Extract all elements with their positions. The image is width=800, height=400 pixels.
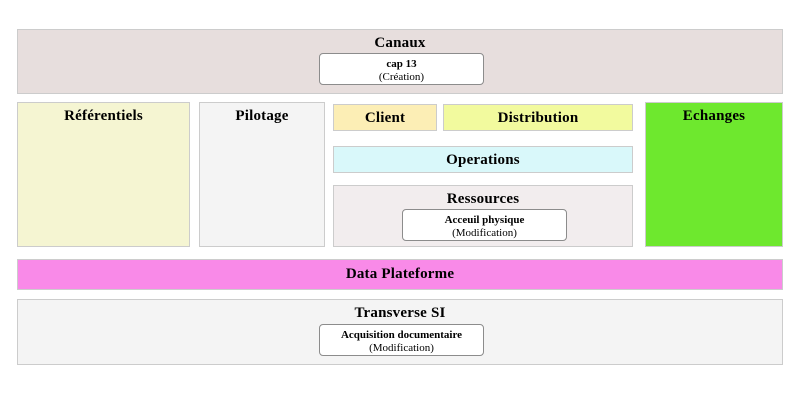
block-distribution-title: Distribution	[497, 110, 579, 126]
block-referentiels[interactable]: Référentiels	[17, 102, 190, 247]
card-acceuil-physique[interactable]: Acceuil physique (Modification)	[402, 209, 567, 241]
block-pilotage[interactable]: Pilotage	[199, 102, 325, 247]
block-data-plateforme[interactable]: Data Plateforme	[17, 259, 783, 290]
card-cap-13[interactable]: cap 13 (Création)	[319, 53, 484, 85]
block-distribution[interactable]: Distribution	[443, 104, 633, 131]
block-ressources-title: Ressources	[446, 191, 520, 207]
block-transverse-si[interactable]: Transverse SI Acquisition documentaire (…	[17, 299, 783, 365]
block-echanges-title: Echanges	[682, 108, 746, 124]
card-acceuil-physique-name: Acceuil physique	[444, 214, 525, 226]
block-client[interactable]: Client	[333, 104, 437, 131]
block-echanges[interactable]: Echanges	[645, 102, 783, 247]
block-canaux-title: Canaux	[374, 35, 426, 51]
block-data-plateforme-title: Data Plateforme	[345, 266, 455, 282]
block-operations-title: Operations	[446, 152, 520, 168]
block-transverse-si-title: Transverse SI	[354, 305, 446, 321]
card-cap-13-name: cap 13	[386, 58, 417, 70]
card-acquisition-documentaire-state: (Modification)	[369, 342, 434, 354]
block-ressources[interactable]: Ressources Acceuil physique (Modificatio…	[333, 185, 633, 247]
block-referentiels-title: Référentiels	[64, 108, 143, 124]
block-client-title: Client	[364, 110, 406, 126]
block-operations[interactable]: Operations	[333, 146, 633, 173]
block-canaux[interactable]: Canaux cap 13 (Création)	[17, 29, 783, 94]
block-pilotage-title: Pilotage	[235, 108, 289, 124]
card-acceuil-physique-state: (Modification)	[452, 227, 517, 239]
card-cap-13-state: (Création)	[378, 71, 425, 83]
card-acquisition-documentaire[interactable]: Acquisition documentaire (Modification)	[319, 324, 484, 356]
card-acquisition-documentaire-name: Acquisition documentaire	[340, 329, 463, 341]
